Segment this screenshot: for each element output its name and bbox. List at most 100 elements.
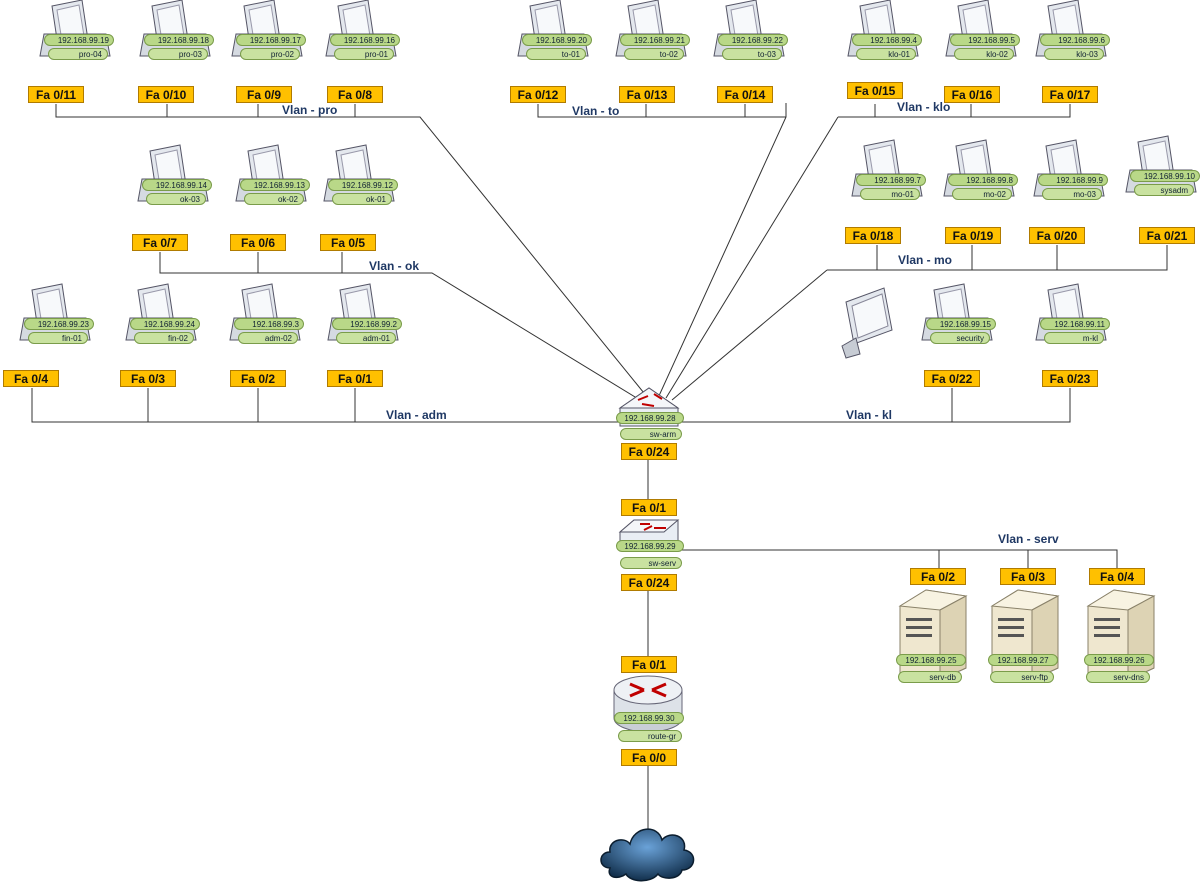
ip-label: 192.168.99.21 [620, 34, 690, 46]
port-label: Fa 0/18 [845, 227, 901, 244]
port-label: Fa 0/22 [924, 370, 980, 387]
port-label: Fa 0/19 [945, 227, 1001, 244]
pc-node-ok-01[interactable]: 192.168.99.12 ok-01 [314, 144, 398, 235]
port-label: Fa 0/6 [230, 234, 286, 251]
port-label: Fa 0/12 [510, 86, 566, 103]
ip-label: 192.168.99.26 [1084, 654, 1154, 666]
ip-label: 192.168.99.16 [330, 34, 400, 46]
vlan-label-pro: Vlan - pro [282, 103, 338, 117]
ip-label: 192.168.99.5 [950, 34, 1020, 46]
hostname-label: sw-arm [620, 428, 682, 440]
port-label: Fa 0/1 [327, 370, 383, 387]
hostname-label: sysadm [1134, 184, 1194, 196]
port-label: Fa 0/3 [120, 370, 176, 387]
hostname-label: klo-03 [1044, 48, 1104, 60]
vlan-label-mo: Vlan - mo [898, 253, 953, 267]
pc-node-ok-02[interactable]: 192.168.99.13 ok-02 [226, 144, 310, 235]
hostname-label: pro-02 [240, 48, 300, 60]
port-label: Fa 0/17 [1042, 86, 1098, 103]
monitor-icon [841, 287, 893, 359]
vlan-label-ok: Vlan - ok [369, 259, 420, 273]
hostname-label: fin-01 [28, 332, 88, 344]
server-icon [898, 589, 968, 681]
port-label: Fa 0/2 [910, 568, 966, 585]
switch-sw-serv[interactable]: 192.168.99.29 sw-serv [614, 516, 684, 576]
port-label: Fa 0/9 [236, 86, 292, 103]
vlan-label-adm: Vlan - adm [386, 408, 447, 422]
hostname-label: sw-serv [620, 557, 682, 569]
ip-label: 192.168.99.4 [852, 34, 922, 46]
port-label: Fa 0/20 [1029, 227, 1085, 244]
port-label: Fa 0/3 [1000, 568, 1056, 585]
hostname-label: serv-ftp [990, 671, 1054, 683]
pc-node-pro-02[interactable]: 192.168.99.17 pro-02 [222, 0, 306, 90]
server-serv-db[interactable]: 192.168.99.25 serv-db [890, 588, 970, 688]
pc-node-mo-01[interactable]: 192.168.99.7 mo-01 [842, 139, 926, 230]
port-label: Fa 0/11 [28, 86, 84, 103]
ip-label: 192.168.99.29 [616, 540, 684, 552]
server-serv-dns[interactable]: 192.168.99.26 serv-dns [1078, 588, 1158, 688]
switch-sw-arm[interactable]: 192.168.99.28 sw-arm [614, 386, 684, 446]
vlan-label-serv: Vlan - serv [998, 532, 1059, 546]
ip-label: 192.168.99.24 [130, 318, 200, 330]
pc-node-fin-02[interactable]: 192.168.99.24 fin-02 [116, 283, 200, 374]
ip-label: 192.168.99.28 [616, 412, 684, 424]
hostname-label: klo-02 [954, 48, 1014, 60]
hostname-label: mo-01 [860, 188, 920, 200]
vlan-label-kl: Vlan - kl [846, 408, 893, 422]
hostname-label: adm-02 [238, 332, 298, 344]
ip-label: 192.168.99.27 [988, 654, 1058, 666]
ip-label: 192.168.99.6 [1040, 34, 1110, 46]
port-label: Fa 0/21 [1139, 227, 1195, 244]
ip-label: 192.168.99.11 [1040, 318, 1110, 330]
hostname-label: mo-02 [952, 188, 1012, 200]
ip-label: 192.168.99.15 [926, 318, 996, 330]
server-serv-ftp[interactable]: 192.168.99.27 serv-ftp [982, 588, 1062, 688]
port-label: Fa 0/16 [944, 86, 1000, 103]
hostname-label: ok-01 [332, 193, 392, 205]
pc-node-klo-03[interactable]: 192.168.99.6 klo-03 [1026, 0, 1110, 90]
port-label: Fa 0/7 [132, 234, 188, 251]
ip-label: 192.168.99.17 [236, 34, 306, 46]
port-label: Fa 0/23 [1042, 370, 1098, 387]
hostname-label: serv-dns [1086, 671, 1150, 683]
ip-label: 192.168.99.20 [522, 34, 592, 46]
pc-node-klo-02[interactable]: 192.168.99.5 klo-02 [936, 0, 1020, 90]
port-label: Fa 0/1 [621, 656, 677, 673]
pc-node-pro-01[interactable]: 192.168.99.16 pro-01 [316, 0, 400, 90]
ip-label: 192.168.99.7 [856, 174, 926, 186]
port-label: Fa 0/4 [1089, 568, 1145, 585]
hostname-label: to-03 [722, 48, 782, 60]
port-label: Fa 0/2 [230, 370, 286, 387]
ip-label: 192.168.99.9 [1038, 174, 1108, 186]
ip-label: 192.168.99.30 [614, 712, 684, 724]
router-route-gr[interactable]: 192.168.99.30 route-gr [612, 674, 684, 746]
ip-label: 192.168.99.12 [328, 179, 398, 191]
hostname-label: pro-01 [334, 48, 394, 60]
hostname-label: pro-04 [48, 48, 108, 60]
server-icon [1086, 589, 1156, 681]
port-label: Fa 0/24 [621, 574, 677, 591]
pc-node-fin-01[interactable]: 192.168.99.23 fin-01 [10, 283, 94, 374]
hostname-label: fin-02 [134, 332, 194, 344]
hostname-label: ok-02 [244, 193, 304, 205]
vlan-label-to: Vlan - to [572, 104, 620, 118]
vlan-label-klo: Vlan - klo [897, 100, 951, 114]
ip-label: 192.168.99.13 [240, 179, 310, 191]
ip-label: 192.168.99.23 [24, 318, 94, 330]
